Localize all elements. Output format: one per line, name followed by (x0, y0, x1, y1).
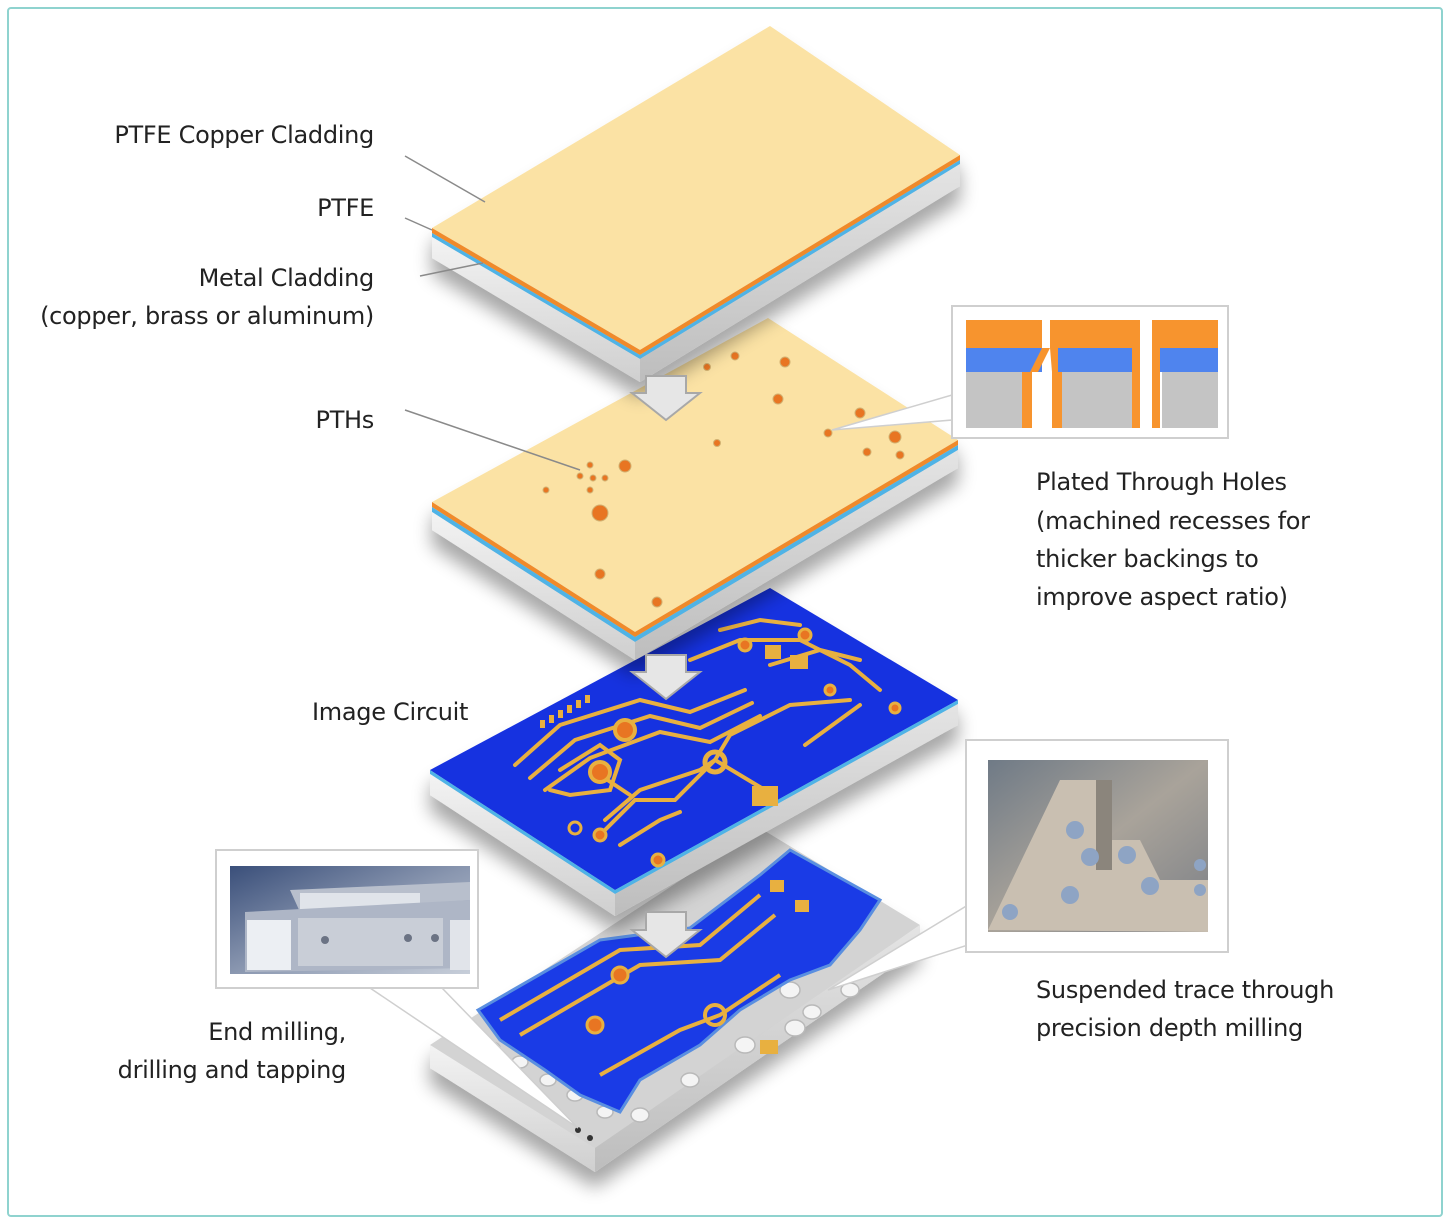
diagram-frame (7, 7, 1443, 1217)
label-pths: PTHs (315, 406, 375, 434)
label-suspended-trace: Suspended trace through (1036, 976, 1334, 1004)
circuit-pads (567, 627, 902, 868)
pth-cross-section-callout (831, 305, 1229, 439)
down-arrow-2 (629, 654, 703, 701)
label-end-milling: End milling, (208, 1018, 346, 1046)
pth-board (432, 318, 958, 660)
copper-clad-board (432, 26, 960, 382)
label-plated-detail-2: thicker backings to (1036, 545, 1259, 573)
suspended-trace-photo-callout (827, 739, 1229, 991)
pth-holes (542, 351, 905, 608)
image-circuit-board (430, 588, 958, 916)
down-arrow-1 (629, 375, 703, 422)
label-plated-detail-1: (machined recesses for (1036, 507, 1310, 535)
end-milling-photo-callout (215, 849, 579, 1129)
down-arrow-3 (629, 911, 703, 959)
label-plated-detail-3: improve aspect ratio) (1036, 583, 1288, 611)
label-metal-cladding-detail: (copper, brass or aluminum) (40, 302, 374, 330)
label-ptfe: PTFE (317, 194, 374, 222)
pad-row (540, 695, 590, 728)
gold-traces (513, 617, 882, 847)
label-drilling-tapping: drilling and tapping (117, 1056, 347, 1084)
label-image-circuit: Image Circuit (312, 698, 469, 726)
side-holes (575, 1127, 593, 1141)
label-plated-through-holes: Plated Through Holes (1036, 468, 1287, 496)
label-metal-cladding: Metal Cladding (198, 264, 375, 292)
label-ptfe-copper-cladding: PTFE Copper Cladding (114, 121, 374, 149)
leader-lines (404, 155, 581, 471)
label-precision-depth-milling: precision depth milling (1036, 1014, 1303, 1042)
